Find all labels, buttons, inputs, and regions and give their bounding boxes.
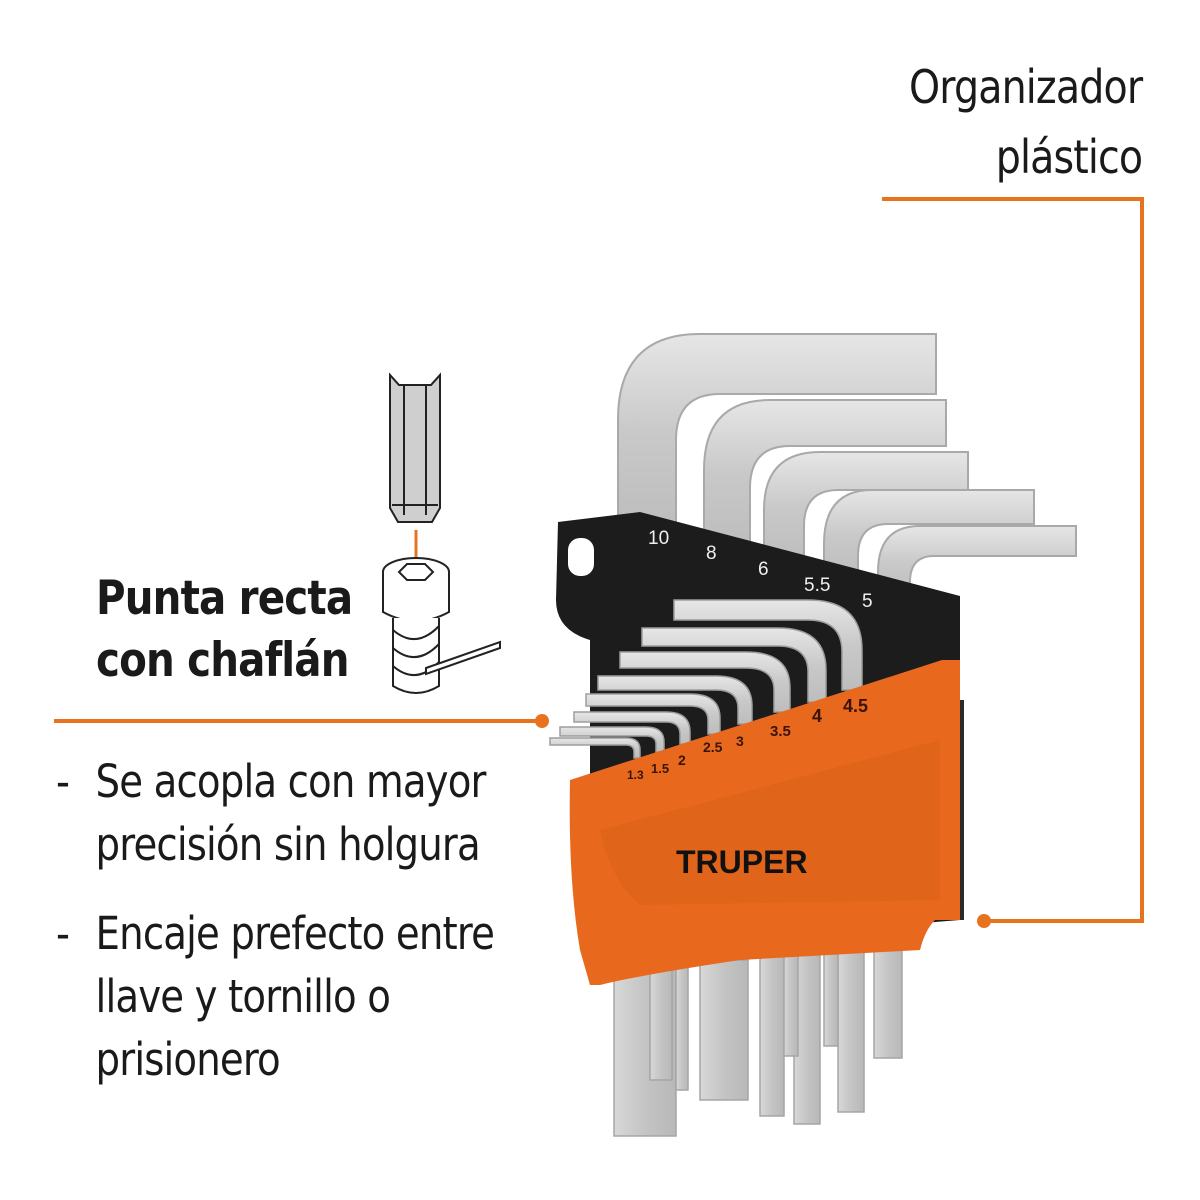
- chamfer-tip-diagram-icon: [382, 372, 501, 694]
- tip-title-line1: Punta recta: [96, 571, 353, 626]
- svg-text:3.5: 3.5: [770, 723, 791, 740]
- brand-logo: TRUPER: [676, 844, 808, 880]
- svg-text:4.5: 4.5: [843, 696, 868, 716]
- svg-text:3: 3: [736, 733, 744, 749]
- organizer-callout-dot: [977, 914, 991, 928]
- tip-title-line2: con chaflán: [96, 633, 349, 688]
- feature-item: - Se acopla con mayor precisión sin holg…: [56, 750, 494, 876]
- organizer-title-line2: plástico: [995, 130, 1142, 184]
- svg-text:1.3: 1.3: [627, 768, 644, 782]
- tip-callout-dot: [535, 714, 549, 728]
- organizer-callout-line: [882, 197, 1144, 923]
- large-size-labels: 10 8 6 5.5 5: [648, 528, 873, 612]
- feature-text: Encaje prefecto entre llave y tornillo o…: [95, 907, 495, 1086]
- feature-text: Se acopla con mayor precisión sin holgur…: [95, 755, 487, 871]
- bullet-dash: -: [56, 907, 70, 960]
- svg-text:2: 2: [678, 752, 686, 768]
- orange-holder: [569, 660, 960, 985]
- feature-list: - Se acopla con mayor precisión sin holg…: [56, 750, 495, 1117]
- small-size-labels: 1.3 1.5 2 2.5 3 3.5 4 4.5: [627, 696, 868, 782]
- svg-text:5.5: 5.5: [804, 575, 830, 596]
- svg-text:10: 10: [648, 528, 669, 549]
- large-hex-keys: [617, 333, 1077, 601]
- svg-text:1.5: 1.5: [651, 761, 669, 776]
- svg-text:2.5: 2.5: [703, 739, 723, 755]
- svg-text:4: 4: [812, 706, 822, 726]
- svg-text:5: 5: [862, 591, 873, 612]
- svg-text:6: 6: [758, 559, 769, 580]
- svg-text:8: 8: [706, 543, 717, 564]
- small-hex-keys: [549, 599, 863, 759]
- organizer-title-line1: Organizador: [908, 60, 1143, 114]
- feature-item: - Encaje prefecto entre llave y tornillo…: [56, 902, 495, 1091]
- key-shafts: [613, 919, 903, 1137]
- organizer-callout-title: Organizador plástico: [908, 52, 1143, 192]
- bullet-dash: -: [56, 755, 70, 808]
- tip-callout-title: Punta recta con chaflán: [96, 568, 353, 692]
